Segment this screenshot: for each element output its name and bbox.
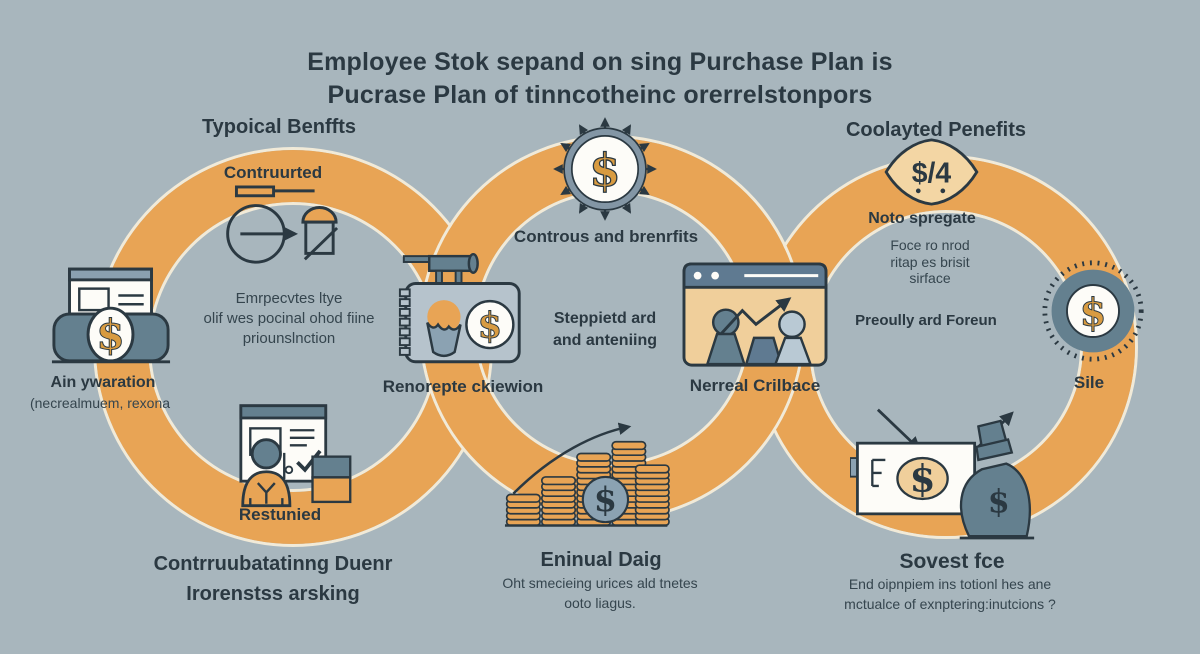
middle-note: Steppietd ard and anteniing bbox=[553, 308, 657, 353]
left-footer: Contrruubatatinng Duenr Irorenstss arski… bbox=[154, 549, 393, 609]
person-caption: Restunied bbox=[238, 505, 322, 524]
left-footer-line1: Contrruubatatinng Duenr bbox=[153, 553, 393, 575]
dollar-glyph: $ bbox=[589, 143, 620, 196]
clock-bell-icon bbox=[213, 183, 340, 273]
left-paragraph: Emrpecvtes ltye olif wes pocinal ohod fi… bbox=[204, 289, 375, 348]
dollar-glyph: $ bbox=[96, 311, 125, 359]
wallet-caption-2: (necrealmuem, rexona bbox=[29, 395, 171, 411]
dollar-glyph: $ bbox=[988, 483, 1010, 520]
right-footer-sub1: End oipnpiem ins totionl hes ane bbox=[848, 576, 1052, 592]
middle-footer-heading: Eninual Daig bbox=[540, 549, 662, 571]
wallet-caption: Ain ywaration bbox=[50, 374, 156, 391]
left-paragraph-line1: Emrpecvtes ltye bbox=[235, 290, 343, 307]
gear-caption: Sile bbox=[1073, 373, 1105, 392]
check-moneybag-icon: $ $ bbox=[850, 402, 1036, 542]
right-note-line2: ritap es brisit bbox=[890, 253, 970, 270]
diamond-caption: Noto spregate bbox=[868, 210, 976, 227]
left-footer-line2: Irorenstss arsking bbox=[186, 583, 360, 605]
dollar-per-four-diamond-icon: $/4 bbox=[884, 138, 979, 206]
coin-stacks-growth-icon: $ bbox=[503, 420, 671, 533]
gear-dollar-coin-icon: $ bbox=[1040, 258, 1146, 364]
right-footer-heading: Sovest fce bbox=[899, 550, 1005, 573]
rays-caption: Controus and brenrfits bbox=[513, 227, 699, 246]
right-footer-sub2: mctualce of exnptering:inutcions ? bbox=[844, 596, 1056, 612]
right-note-line1: Foce ro nrod bbox=[890, 237, 970, 253]
right-note-line3: sirface bbox=[909, 270, 951, 287]
person-document-check-icon bbox=[222, 400, 354, 518]
right-heading: Coolayted Penefits bbox=[845, 119, 1027, 141]
dollar-glyph: $ bbox=[478, 305, 502, 346]
billboard-wallet-dollar-icon: $ bbox=[50, 263, 172, 366]
middle-footer-sub1: Oht smecieing urices ald tnetes bbox=[502, 575, 698, 591]
dollar-glyph: $ bbox=[1080, 290, 1107, 335]
telescope-wallet-icon: $ bbox=[396, 246, 528, 366]
dollar-glyph: $ bbox=[910, 457, 936, 501]
browser-caption: Nerreal Crilbace bbox=[689, 376, 821, 395]
middle-wallet-caption: Renorepte ckiewion bbox=[382, 377, 544, 396]
right-note-2: Preoully ard Foreun bbox=[855, 312, 997, 329]
middle-note-line1: Steppietd ard bbox=[553, 310, 657, 327]
middle-footer-sub2: ooto liagus. bbox=[564, 595, 636, 611]
browser-people-chart-icon bbox=[682, 262, 828, 369]
middle-note-line2: and anteniing bbox=[553, 332, 657, 350]
dollar-slash-four-glyph: $/4 bbox=[912, 157, 952, 189]
left-paragraph-line3: priounslnction bbox=[242, 329, 336, 347]
title-line2: Pucrase Plan of tinncotheinc orerrelston… bbox=[327, 81, 873, 109]
page-title: Employee Stok sepand on sing Purchase Pl… bbox=[307, 46, 893, 112]
left-subheading: Contruurted bbox=[223, 163, 323, 182]
title-line1: Employee Stok sepand on sing Purchase Pl… bbox=[307, 48, 893, 76]
left-paragraph-line2: olif wes pocinal ohod fiine bbox=[203, 309, 375, 327]
dollar-rays-icon: $ bbox=[549, 113, 661, 225]
dollar-glyph: $ bbox=[594, 480, 617, 519]
left-heading: Typoical Benffts bbox=[201, 116, 357, 138]
right-note: Foce ro nrod ritap es brisit sirface bbox=[890, 237, 969, 287]
